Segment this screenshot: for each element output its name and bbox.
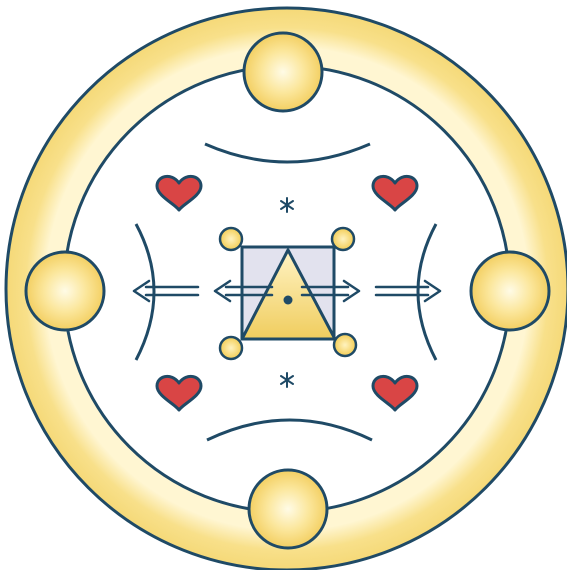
knob-bottom: [249, 470, 327, 548]
knob-right: [471, 252, 549, 330]
knob-left: [26, 252, 104, 330]
center-dot: [284, 296, 293, 305]
corner-dot: [334, 334, 356, 356]
corner-dot: [332, 228, 354, 250]
corner-dot: [220, 228, 242, 250]
knob-top: [244, 33, 322, 111]
corner-dot: [220, 337, 242, 359]
